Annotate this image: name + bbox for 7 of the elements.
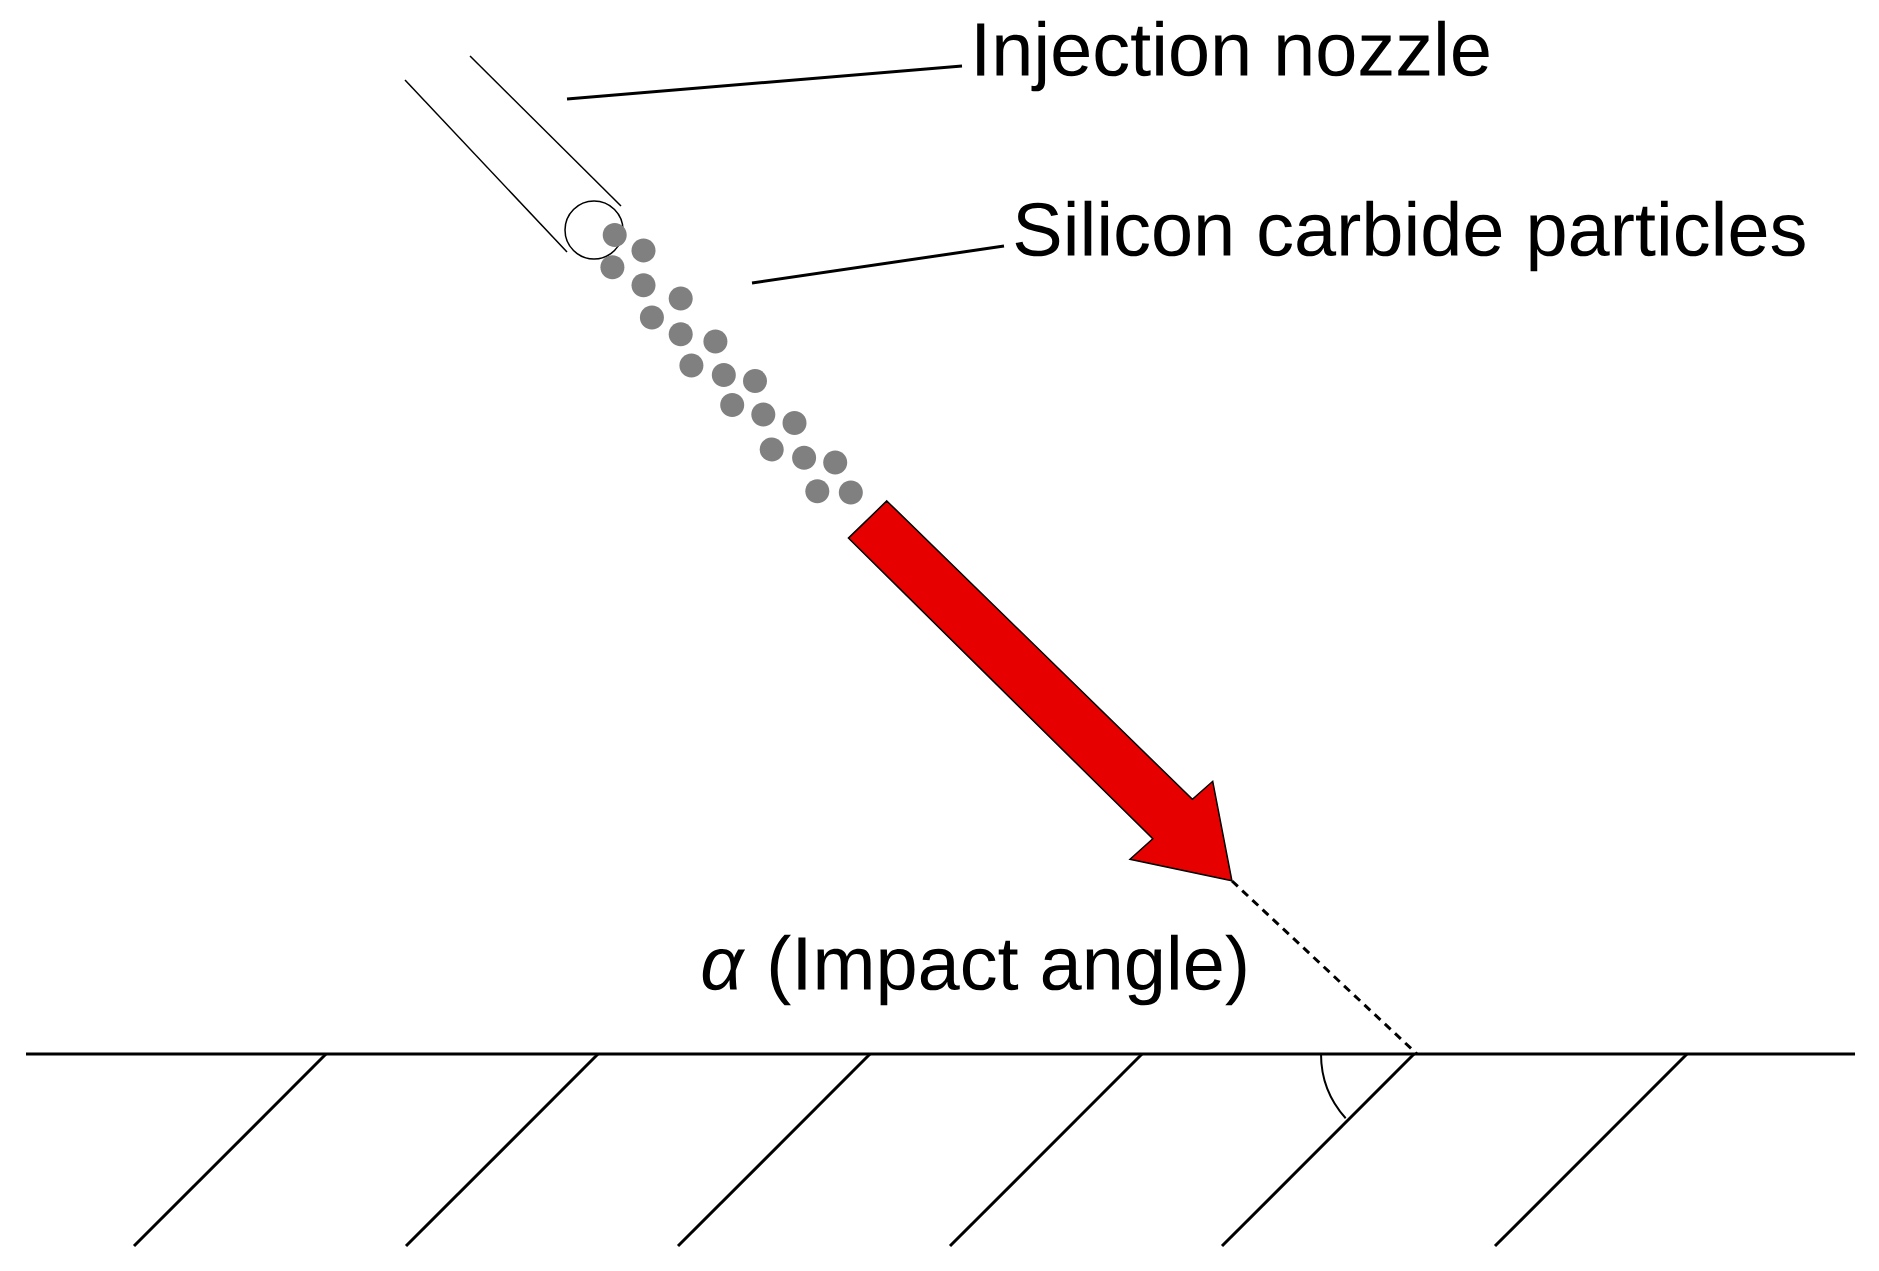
label-text: Injection nozzle <box>977 20 1489 92</box>
leader-line <box>566 64 963 101</box>
leader-line <box>751 244 1005 285</box>
nozzle-drawing <box>404 55 624 260</box>
particles-drawing <box>600 222 863 505</box>
angle-label: α (Impact angle) <box>702 934 1246 1006</box>
label-text: Silicon carbide particles <box>1015 200 1805 272</box>
